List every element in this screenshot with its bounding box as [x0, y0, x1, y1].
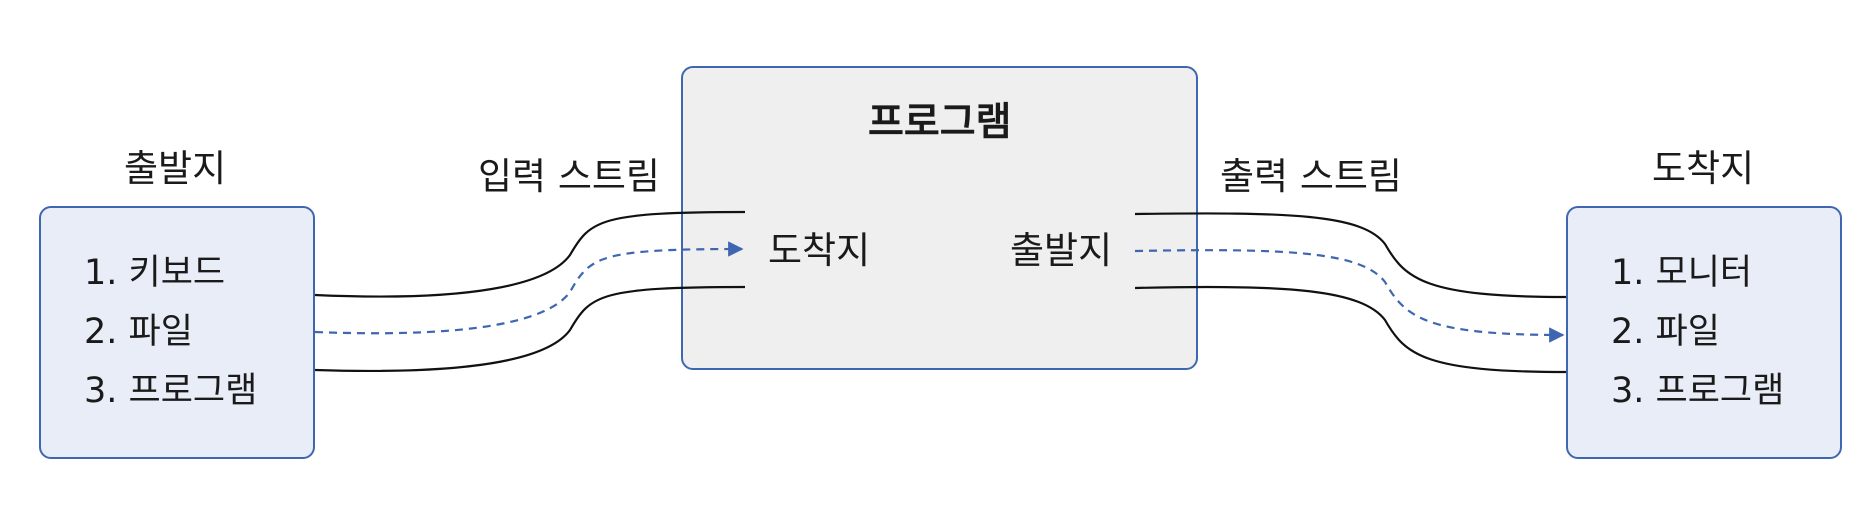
destination-item-program: 3. 프로그램 [1611, 371, 1785, 411]
source-item-keyboard: 1. 키보드 [84, 253, 226, 293]
destination-box [1566, 206, 1842, 459]
source-item-program: 3. 프로그램 [84, 371, 258, 411]
program-inner-destination: 도착지 [768, 229, 871, 272]
input-stream-flow-arrow [314, 241, 744, 335]
source-box [39, 206, 315, 459]
program-inner-source: 출발지 [1010, 229, 1113, 272]
source-title: 출발지 [124, 147, 227, 190]
destination-title: 도착지 [1652, 147, 1755, 190]
destination-item-file: 2. 파일 [1611, 312, 1720, 352]
output-stream-upper-wall [1134, 212, 1567, 299]
input-stream-upper-wall [314, 210, 746, 298]
destination-item-monitor: 1. 모니터 [1611, 253, 1753, 293]
input-stream-lower-wall [314, 285, 746, 373]
source-item-file: 2. 파일 [84, 312, 193, 352]
program-box [681, 66, 1198, 370]
program-title: 프로그램 [868, 100, 1012, 145]
output-stream-lower-wall [1134, 285, 1567, 374]
input-stream-label: 입력 스트림 [478, 155, 660, 198]
output-stream-flow-arrow [1134, 249, 1565, 343]
output-stream-label: 출력 스트림 [1220, 155, 1402, 198]
